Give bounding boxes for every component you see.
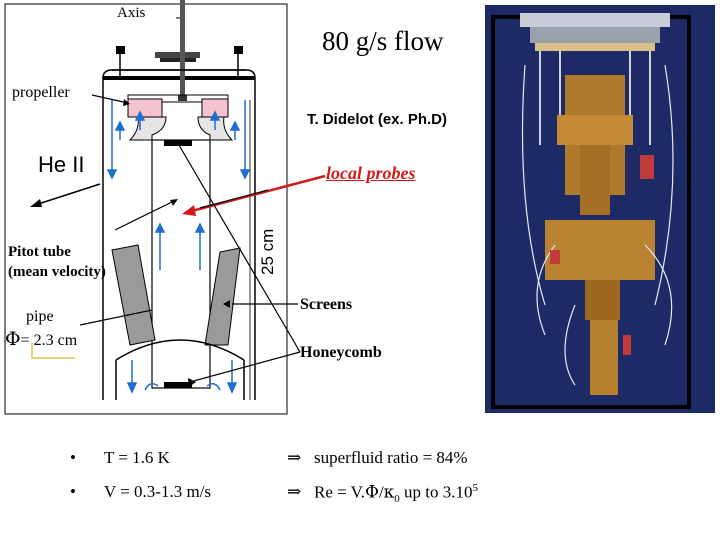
he2-label: He II	[38, 152, 85, 177]
phi-symbol: Φ	[5, 328, 21, 350]
height-label: 25 cm	[258, 228, 277, 275]
credit-label: T. Didelot (ex. Ph.D)	[307, 111, 448, 128]
propeller-blade-left	[127, 98, 163, 118]
local-probes-label: local probes	[326, 163, 416, 183]
screen-right	[204, 247, 241, 346]
implies-arrow: ⇒	[287, 448, 302, 468]
honeycomb-dome	[115, 339, 245, 361]
local-probes-arrow	[187, 174, 326, 214]
pipe-label: pipe	[26, 308, 54, 325]
propeller-label: propeller	[12, 84, 70, 101]
axis-label: Axis	[117, 5, 146, 22]
schematic-frame	[4, 3, 288, 415]
screen-left	[111, 244, 156, 346]
implies-arrow: ⇒	[287, 482, 302, 502]
top-bolt-left	[116, 46, 125, 54]
pipe-diameter-label: Φ= 2.3 cm	[5, 328, 77, 350]
pipe-diameter-value: = 2.3 cm	[20, 332, 78, 349]
apparatus-photo	[485, 5, 715, 413]
bullet-marker: •	[70, 448, 76, 467]
velocity-text: V = 0.3-1.3 m/s	[104, 482, 212, 501]
contraction-left	[128, 116, 167, 141]
reynolds-text: Re = V.Φ/κ0 up to 3.105	[314, 482, 479, 506]
bullet-marker: •	[70, 482, 76, 501]
pitot-label-1: Pitot tube	[8, 244, 71, 260]
honeycomb-label: Honeycomb	[300, 344, 382, 361]
pipe-dimension-bracket	[31, 343, 75, 359]
flow-arrows	[106, 100, 251, 394]
superfluid-ratio-text: superfluid ratio = 84%	[314, 448, 468, 467]
temperature-text: T = 1.6 K	[104, 448, 170, 467]
page-title: 80 g/s flow	[322, 26, 444, 56]
top-flange	[103, 76, 255, 80]
pitot-label-2: (mean velocity)	[8, 264, 106, 280]
top-bolt-right	[234, 46, 243, 54]
screens-label: Screens	[300, 296, 353, 313]
axis-shaft	[180, 0, 185, 95]
